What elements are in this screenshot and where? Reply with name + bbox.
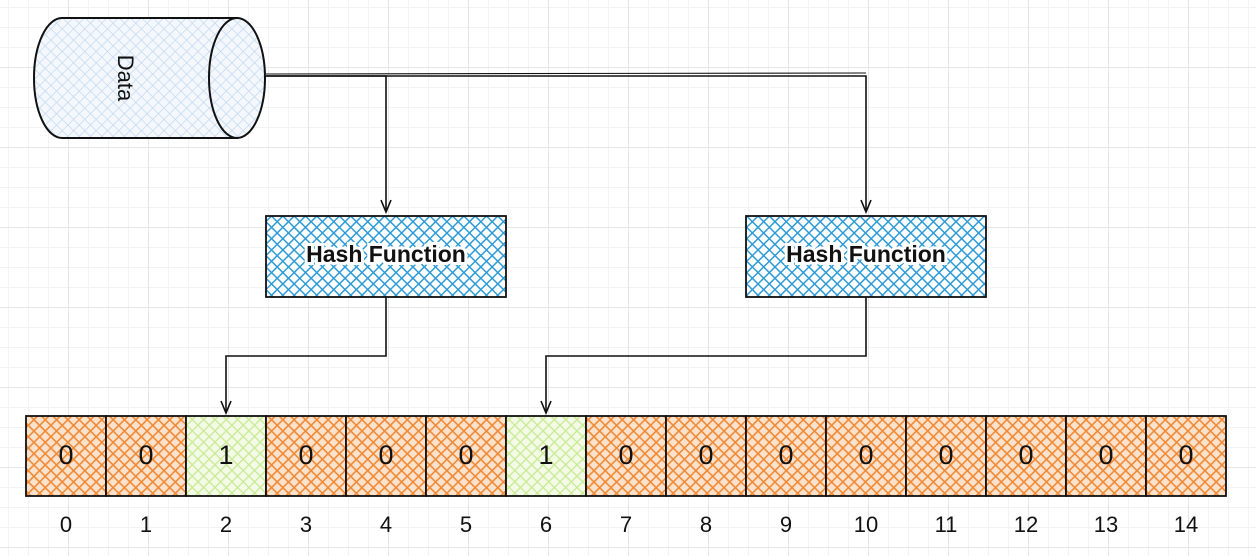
bit-cell: 0 xyxy=(25,415,107,497)
bit-value: 0 xyxy=(1018,440,1033,470)
data-store-label: Data xyxy=(113,55,138,102)
data-to-hash-connectors xyxy=(265,72,872,215)
bit-index-label: 8 xyxy=(700,512,712,537)
bit-cell: 0 xyxy=(745,415,827,497)
hash-function-1: Hash Function xyxy=(265,215,507,298)
hash-function-1-label: Hash Function xyxy=(306,241,466,267)
bit-cell: 0 xyxy=(1145,415,1227,497)
bit-index-label: 11 xyxy=(935,512,958,537)
bit-cell: 0 xyxy=(425,415,507,497)
hash-1-to-bit-2-arrow xyxy=(225,297,387,411)
bit-cell-box xyxy=(745,415,827,497)
bit-index-label: 2 xyxy=(220,512,232,537)
bit-value: 0 xyxy=(138,440,153,470)
bit-index-label: 12 xyxy=(1014,512,1038,537)
bit-cell: 0 xyxy=(1065,415,1147,497)
bit-index-label: 6 xyxy=(540,512,552,537)
bit-value: 0 xyxy=(378,440,393,470)
bit-cell-box xyxy=(585,415,667,497)
bit-cell-box xyxy=(345,415,427,497)
bit-index-label: 3 xyxy=(300,512,312,537)
bit-value: 0 xyxy=(458,440,473,470)
bit-index-label: 10 xyxy=(854,512,878,537)
data-store-cap xyxy=(208,17,266,139)
bit-index-label: 13 xyxy=(1094,512,1118,537)
bit-value: 0 xyxy=(1178,440,1193,470)
bit-index-label: 14 xyxy=(1174,512,1198,537)
bit-cell-box xyxy=(265,415,347,497)
hash-function-2: Hash Function xyxy=(745,215,987,298)
bit-cell: 0 xyxy=(825,415,907,497)
bit-cell: 0 xyxy=(105,415,187,497)
bit-value: 0 xyxy=(698,440,713,470)
bit-index-label: 7 xyxy=(620,512,632,537)
bit-value: 0 xyxy=(58,440,73,470)
bit-cell: 0 xyxy=(585,415,667,497)
bit-cell-box xyxy=(1145,415,1227,497)
data-store-body xyxy=(33,17,238,139)
bit-cell: 1 xyxy=(185,415,267,497)
hash-function-1-box xyxy=(265,215,507,298)
bit-cell: 0 xyxy=(345,415,427,497)
bit-cell-box xyxy=(105,415,187,497)
hash-2-to-bit-6-arrow xyxy=(545,297,867,411)
bit-index-label: 5 xyxy=(460,512,472,537)
data-to-hash-1-arrow xyxy=(266,75,387,210)
bit-cell: 0 xyxy=(985,415,1067,497)
data-to-hash-2-arrow xyxy=(266,75,867,210)
bit-cell: 0 xyxy=(265,415,347,497)
bit-cell-box xyxy=(985,415,1067,497)
bit-value: 0 xyxy=(1098,440,1113,470)
bit-cell: 0 xyxy=(665,415,747,497)
hash-function-2-label: Hash Function xyxy=(786,241,946,267)
bit-value: 0 xyxy=(618,440,633,470)
bit-index-label: 1 xyxy=(140,512,152,537)
bit-cell: 0 xyxy=(905,415,987,497)
bit-value: 0 xyxy=(858,440,873,470)
bit-value: 0 xyxy=(938,440,953,470)
bit-cell: 1 xyxy=(505,415,587,497)
bit-value: 1 xyxy=(538,440,553,470)
bit-array: 0 0 1 0 0 0 1 0 0 0 0 0 0 0 0 xyxy=(25,415,1227,497)
bit-index-label: 0 xyxy=(60,512,72,537)
bit-index-label: 4 xyxy=(380,512,392,537)
bit-cell-box xyxy=(905,415,987,497)
bit-value: 0 xyxy=(778,440,793,470)
bit-index-label: 9 xyxy=(780,512,792,537)
bit-cell-box xyxy=(185,415,267,497)
bit-value: 0 xyxy=(298,440,313,470)
bit-cell-box xyxy=(25,415,107,497)
bit-value: 1 xyxy=(218,440,233,470)
hash-to-bit-connectors xyxy=(220,297,867,416)
data-store: Data xyxy=(33,17,266,139)
